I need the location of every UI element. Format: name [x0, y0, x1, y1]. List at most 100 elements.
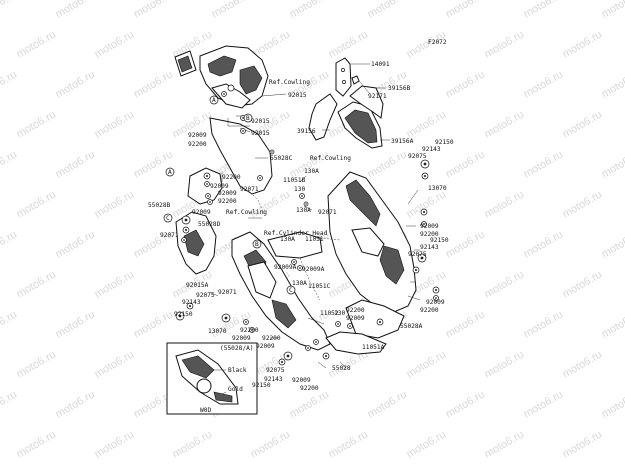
bracket-14091	[336, 58, 351, 96]
watermark-text: moto6.ru	[54, 228, 98, 260]
label-55028-ref: (55028/A)	[220, 345, 254, 352]
watermark-text: moto6.ru	[522, 388, 566, 420]
fastener-hole	[271, 151, 272, 152]
label-11051B: 11051B	[283, 177, 306, 184]
fastener-hole	[185, 229, 187, 231]
watermark-text: moto6.ru	[483, 268, 527, 300]
label-92009-r1: 92009	[420, 223, 439, 230]
watermark-text: moto6.ru	[15, 268, 59, 300]
label-92009-4: 92009	[192, 209, 211, 216]
watermark-text: moto6.ru	[0, 68, 19, 100]
label-92075-r1: 92075	[408, 153, 427, 160]
fastener-hole	[423, 211, 425, 213]
watermark-text: moto6.ru	[15, 108, 59, 140]
fastener-hole	[242, 117, 244, 119]
watermark-text: moto6.ru	[93, 268, 137, 300]
callout-b-mid: B	[255, 241, 259, 248]
label-ref-cowling-mid: Ref.Cowling	[310, 155, 351, 162]
label-55028C: 55028C	[270, 155, 293, 162]
watermark-text: moto6.ru	[93, 28, 137, 60]
fastener-hole	[424, 163, 427, 166]
fastener-hole	[301, 195, 303, 197]
fastener-hole	[287, 355, 290, 358]
watermark-text: moto6.ru	[561, 348, 605, 380]
callout-b-top: B	[246, 115, 250, 122]
watermark-text: moto6.ru	[561, 28, 605, 60]
label-92150-r2: 92150	[430, 237, 449, 244]
label-92009-r2: 92009	[426, 299, 445, 306]
label-92015A: 92015A	[186, 282, 209, 289]
watermark-text: moto6.ru	[444, 68, 488, 100]
label-130A-1: 130A	[304, 168, 319, 175]
callout-a-left: A	[168, 169, 172, 176]
watermark-text: moto6.ru	[366, 148, 410, 180]
label-11051: 11051	[305, 236, 324, 243]
label-92071-4: 92071	[218, 289, 237, 296]
fastener-hole	[299, 267, 301, 269]
watermark-text: moto6.ru	[600, 388, 625, 420]
watermark-text: moto6.ru	[54, 0, 98, 21]
watermark-text: moto6.ru	[561, 428, 605, 460]
watermark-text: moto6.ru	[600, 0, 625, 21]
fastener-hole	[305, 203, 306, 204]
label-13070-r: 13070	[428, 185, 447, 192]
label-92200-l2: 92200	[262, 335, 281, 342]
callout-c-left: C	[166, 215, 170, 222]
callout-a-top: A	[212, 97, 216, 104]
clip-92171	[352, 76, 359, 84]
watermark-text: moto6.ru	[132, 68, 176, 100]
label-92009-b: 92009	[292, 377, 311, 384]
watermark-text: moto6.ru	[483, 28, 527, 60]
watermark-text: moto6.ru	[15, 188, 59, 220]
fastener-hole	[242, 130, 244, 132]
label-92200-b: 92200	[300, 385, 319, 392]
inset-tag: W0D	[200, 407, 211, 414]
watermark-text: moto6.ru	[15, 428, 59, 460]
label-92009-c1: 92009	[346, 315, 365, 322]
label-14091: 14091	[371, 61, 390, 68]
label-92075-l: 92075	[196, 292, 215, 299]
label-92200-c1: 92200	[346, 307, 365, 314]
label-92143-l: 92143	[182, 299, 201, 306]
watermark-text: moto6.ru	[15, 348, 59, 380]
inset-decal-box	[167, 343, 257, 414]
callout-c-mid: C	[289, 287, 293, 294]
label-92150-r1: 92150	[435, 139, 454, 146]
label-ref-cowling-left: Ref.Cowling	[226, 209, 267, 216]
label-92009-l2: 92009	[256, 343, 275, 350]
watermark-text: moto6.ru	[444, 0, 488, 21]
label-92150-l: 92150	[174, 311, 193, 318]
watermark-text: moto6.ru	[522, 308, 566, 340]
watermark-text: moto6.ru	[405, 348, 449, 380]
label-39156B: 39156B	[388, 85, 411, 92]
label-92150-b: 92150	[252, 382, 271, 389]
label-92071-1: 92071	[240, 186, 259, 193]
label-130-b: 130	[334, 310, 345, 317]
watermark-text: moto6.ru	[600, 228, 625, 260]
fastener-hole	[245, 321, 247, 323]
fastener-hole	[185, 219, 188, 222]
label-55028: 55028	[332, 365, 351, 372]
fastener-hole	[207, 195, 209, 197]
label-ref-cowling-top: Ref.Cowling	[269, 79, 310, 86]
watermark-text: moto6.ru	[366, 388, 410, 420]
watermark-text: moto6.ru	[54, 68, 98, 100]
watermark-text: moto6.ru	[288, 388, 332, 420]
watermark-text: moto6.ru	[288, 0, 332, 21]
watermark-text: moto6.ru	[483, 188, 527, 220]
watermark-text: moto6.ru	[561, 268, 605, 300]
label-92143-r1: 92143	[422, 146, 441, 153]
watermark-text: moto6.ru	[327, 28, 371, 60]
watermark-text: moto6.ru	[522, 68, 566, 100]
label-130A-4: 130A	[292, 280, 307, 287]
watermark-text: moto6.ru	[600, 68, 625, 100]
fastener-hole	[415, 269, 417, 271]
watermark-text: moto6.ru	[210, 0, 254, 21]
watermark-text: moto6.ru	[93, 188, 137, 220]
label-92015-a: 92015	[288, 92, 307, 99]
label-39156A: 39156A	[391, 138, 414, 145]
label-130: 130	[294, 186, 305, 193]
inset-label-gold: Gold	[228, 386, 243, 393]
